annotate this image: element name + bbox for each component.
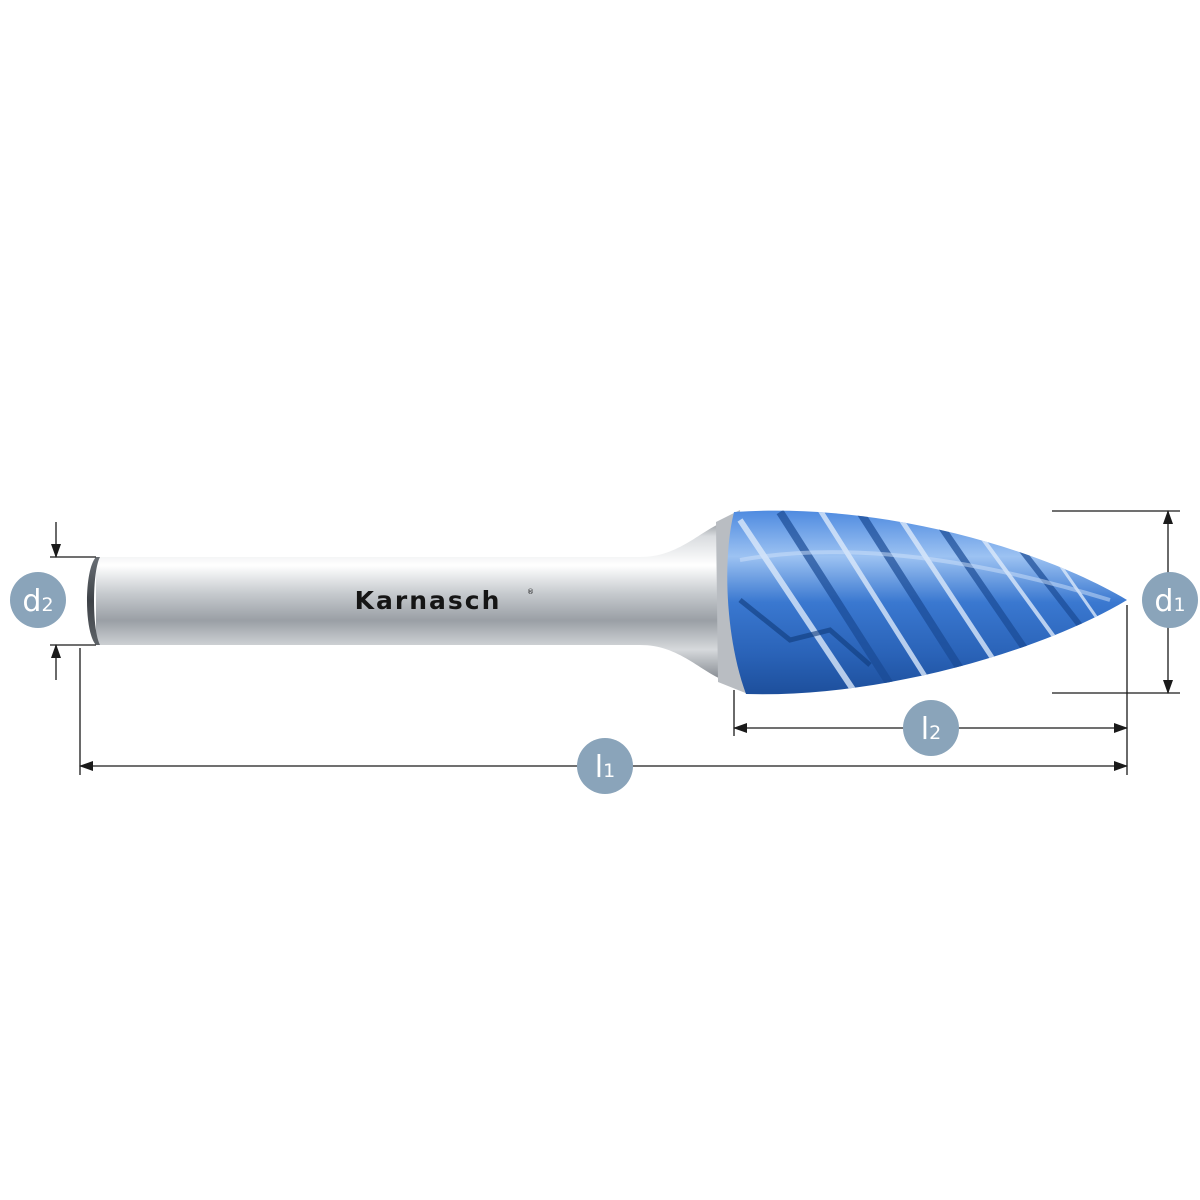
svg-text:l1: l1 xyxy=(595,750,615,785)
label-d2-badge xyxy=(10,572,66,628)
label-d2-letter: d xyxy=(22,584,41,619)
label-d2-subscript: 2 xyxy=(41,594,53,616)
label-d1-badge xyxy=(1142,572,1198,628)
svg-text:l2: l2 xyxy=(921,712,941,747)
brand-logo: Karnasch xyxy=(355,586,502,615)
label-l2-subscript: 2 xyxy=(929,722,941,744)
label-l2: l2 xyxy=(903,700,959,756)
label-l1-letter: l xyxy=(595,750,603,785)
label-d2: d2 xyxy=(10,572,66,628)
svg-text:d2: d2 xyxy=(22,584,53,619)
label-l2-badge xyxy=(903,700,959,756)
label-l1-badge xyxy=(577,738,633,794)
label-d1-subscript: 1 xyxy=(1173,594,1185,616)
carbide-burr-tool xyxy=(87,510,1127,695)
label-l2-letter: l xyxy=(921,712,929,747)
label-l1: l1 xyxy=(577,738,633,794)
shank-end-cap xyxy=(87,557,100,645)
cutting-head xyxy=(727,510,1127,695)
svg-text:d1: d1 xyxy=(1154,584,1185,619)
tool-shank xyxy=(96,520,728,682)
label-l1-subscript: 1 xyxy=(603,760,615,782)
registered-mark: ® xyxy=(527,588,534,596)
label-d1-letter: d xyxy=(1154,584,1173,619)
label-d1: d1 xyxy=(1142,572,1198,628)
